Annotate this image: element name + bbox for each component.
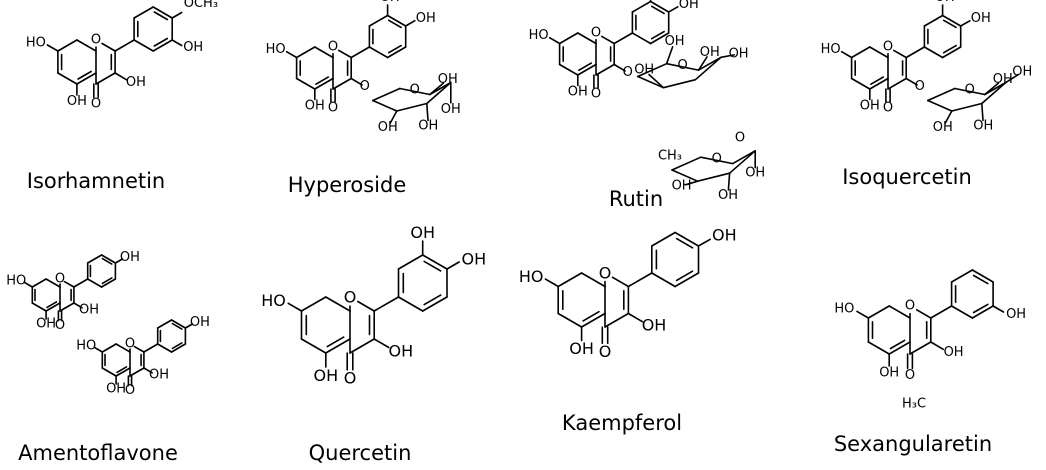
hyperoside-structure: OOOHHOOOHOHOOHOHOHOH (266, 0, 461, 135)
rhamnose-methyl: CH₃ (658, 149, 682, 164)
sugar-hydroxyl: OH (933, 120, 953, 135)
kaempferol-structure: O O OH HO OH OH (519, 226, 737, 361)
sugar-ring-oxygen: O (410, 83, 420, 98)
hydroxyl-4prime: OH (190, 315, 210, 330)
sugar-hydroxyl: OH (973, 119, 993, 134)
compound-name-isoquercetin: Isoquercetin (842, 165, 972, 189)
carbonyl-oxygen: O (591, 86, 601, 101)
hydroxyl-7: HO (6, 274, 26, 289)
compound-name-isorhamnetin: Isorhamnetin (27, 169, 166, 193)
glycosidic-oxygen: O (915, 79, 925, 94)
hydroxyl-5: OH (879, 366, 899, 381)
sugar-hydroxyl: OH (700, 45, 720, 60)
sugar-hydroxyl: OH (378, 120, 398, 135)
hydroxyl-4prime: OH (712, 226, 737, 245)
methoxy-group: OCH₃ (184, 0, 218, 11)
ring-oxygen: O (599, 264, 612, 283)
compound-name-kaempferol: Kaempferol (562, 411, 682, 435)
sugar-ring-oxygen: O (965, 83, 975, 98)
carbonyl-oxygen: O (599, 342, 612, 361)
sugar-hydroxyl: OH (672, 179, 692, 194)
hydroxyl-5: OH (67, 94, 87, 109)
hydroxyl-7: HO (821, 42, 841, 57)
isoquercetin-structure: OOOHHOOOHOHOOHOHOHOH (821, 0, 1033, 135)
hydroxyl-3: OH (642, 316, 667, 335)
sugar-hydroxyl: OH (665, 34, 685, 49)
hydroxyl-4prime: OH (183, 40, 203, 55)
ring-oxygen: O (328, 40, 338, 55)
carbonyl-oxygen: O (328, 100, 338, 115)
hydroxyl-3prime: OH (935, 0, 955, 5)
rhamnose-link-oxygen: O (735, 131, 745, 146)
hydroxyl-7: HO (76, 339, 96, 354)
compound-name-quercetin: Quercetin (309, 441, 412, 465)
sugar-hydroxyl: OH (634, 63, 654, 78)
carbonyl-oxygen: O (91, 96, 101, 111)
hydroxyl-4prime: OH (679, 0, 699, 12)
ring-oxygen: O (344, 288, 357, 307)
sugar-hydroxyl: OH (729, 47, 749, 62)
hydroxyl-5: OH (305, 98, 325, 113)
ring-oxygen: O (125, 337, 135, 352)
quercetin-structure: O O OH HO OH OH OH (261, 223, 486, 388)
hydroxyl-5: OH (36, 316, 56, 331)
isorhamnetin-structure: O O OH HO OH OCH₃ OH (26, 0, 218, 111)
hydroxyl-4prime: OH (120, 250, 140, 265)
sugar-ring-oxygen: O (677, 58, 687, 73)
carbonyl-oxygen: O (905, 368, 915, 383)
sugar-ring-oxygen: O (712, 151, 722, 166)
hydroxyl-5: OH (860, 98, 880, 113)
hydroxyl-7: HO (834, 302, 854, 317)
hydroxyl-7: HO (529, 28, 549, 43)
hydroxyl-4prime: OH (461, 250, 486, 269)
carbonyl-oxygen: O (125, 383, 135, 398)
hydroxyl-7: HO (519, 267, 544, 286)
sugar-hydroxyl: OH (418, 119, 438, 134)
sugar-hydroxyl: OH (1012, 65, 1032, 80)
hydroxyl-5: OH (568, 84, 588, 99)
hydroxyl-3: OH (149, 367, 169, 382)
ring-oxygen: O (905, 299, 915, 314)
hydroxyl-5: OH (313, 366, 338, 385)
hydroxyl-5: OH (569, 339, 594, 358)
carbonyl-oxygen: O (55, 318, 65, 333)
ring-oxygen: O (883, 40, 893, 55)
hydroxyl-7: HO (261, 291, 286, 310)
hydroxyl-7: HO (26, 35, 46, 50)
glycosidic-oxygen: O (360, 79, 370, 94)
compound-name-hyperoside: Hyperoside (288, 173, 407, 197)
hydroxyl-3prime: OH (380, 0, 400, 5)
hydroxyl-5: OH (106, 381, 126, 396)
ring-oxygen: O (591, 26, 601, 41)
ring-oxygen: O (91, 33, 101, 48)
sugar-hydroxyl: OH (438, 72, 458, 87)
hydroxyl-3: OH (388, 342, 413, 361)
hydroxyl-3: OH (79, 302, 99, 317)
glycosidic-oxygen: O (623, 65, 633, 80)
sugar-hydroxyl: OH (993, 72, 1013, 87)
hydroxyl-3: OH (944, 345, 964, 360)
compound-name-sexangularetin: Sexangularetin (834, 432, 992, 456)
ring-oxygen: O (55, 272, 65, 287)
carbonyl-oxygen: O (344, 369, 357, 388)
hydroxyl-4prime: OH (1006, 307, 1026, 322)
hydroxyl-4prime: OH (416, 11, 436, 26)
hydroxyl-3: OH (126, 75, 146, 90)
rutin-structure: OOOHHOOOHOHOOHOHOHOHOOHOHOHCH₃O (529, 0, 765, 203)
hydroxyl-4prime: OH (971, 11, 991, 26)
compound-name-rutin: Rutin (609, 187, 663, 211)
methoxy-methyl: H₃C (902, 397, 926, 412)
sugar-hydroxyl: OH (441, 102, 461, 117)
sexangularetin-structure: O O OH HO OH OH H₃C (834, 269, 1026, 412)
sugar-hydroxyl: OH (718, 188, 738, 203)
carbonyl-oxygen: O (883, 100, 893, 115)
compound-name-amentoflavone: Amentoflavone (18, 441, 178, 465)
hydroxyl-7: HO (266, 42, 286, 57)
hydroxyl-3prime: OH (410, 223, 435, 242)
sugar-hydroxyl: OH (745, 166, 765, 181)
